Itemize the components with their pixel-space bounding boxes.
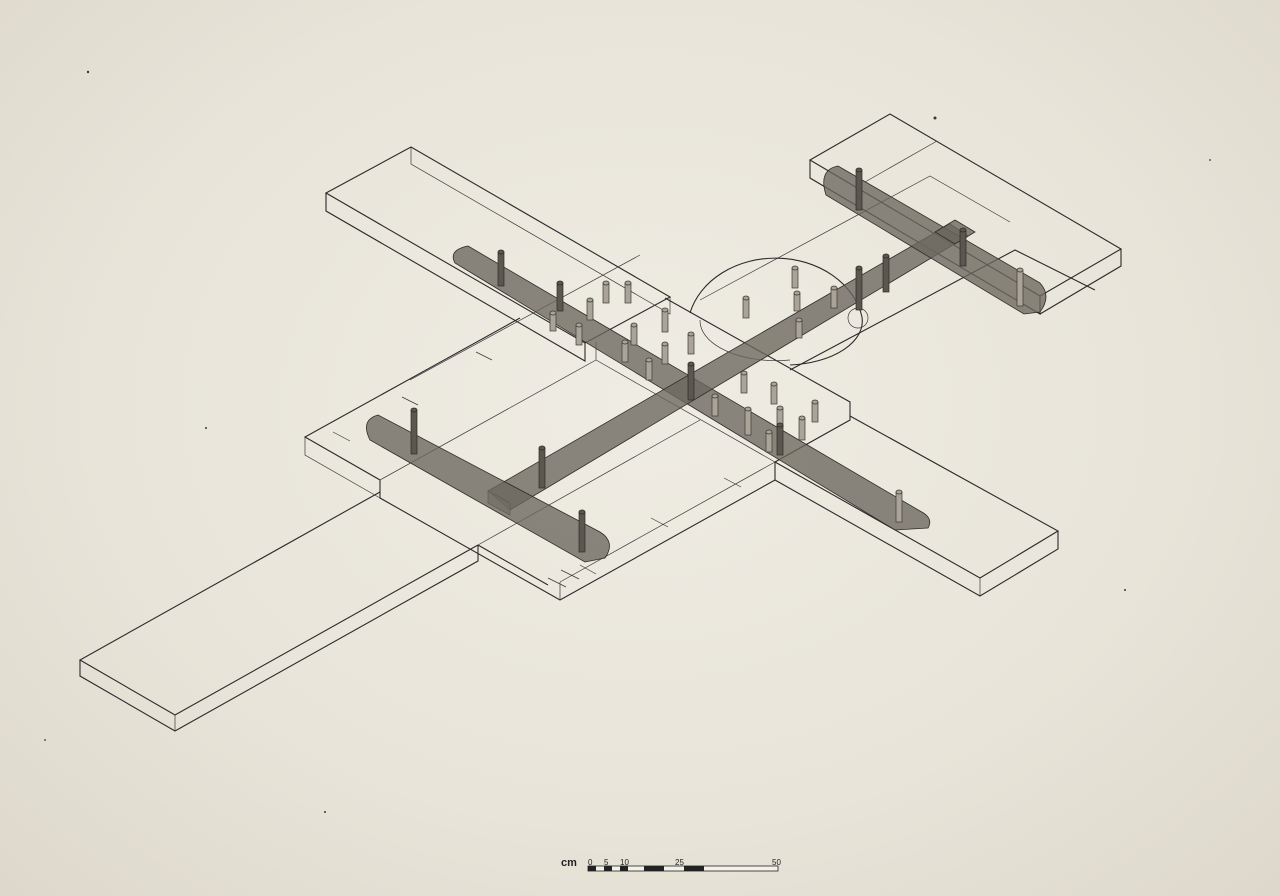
posts [410, 167, 1024, 553]
post [742, 295, 750, 319]
post [687, 331, 695, 355]
foundation-outline [78, 113, 1123, 732]
post [624, 280, 632, 304]
post [538, 445, 546, 489]
post [661, 307, 669, 333]
post [575, 322, 583, 346]
post [497, 249, 505, 287]
post [549, 310, 557, 332]
post [795, 317, 803, 339]
scale-tick-0: 0 [588, 858, 593, 867]
post [687, 361, 695, 401]
post [895, 489, 903, 523]
post [830, 285, 838, 309]
post [811, 399, 819, 423]
scale-bar: cm 0 5 10 25 50 [561, 857, 781, 872]
scale-tick-25: 25 [675, 858, 684, 867]
post [556, 280, 564, 312]
post [793, 290, 801, 312]
post [661, 341, 669, 365]
post [602, 280, 610, 304]
post [1016, 267, 1024, 307]
post [770, 381, 778, 405]
timber-beams [366, 165, 1047, 563]
post [776, 422, 784, 456]
post [791, 265, 799, 289]
post [882, 253, 890, 293]
post [765, 429, 773, 453]
post [711, 393, 719, 417]
post [744, 406, 752, 436]
post [621, 339, 629, 363]
post [740, 370, 748, 394]
post [855, 167, 863, 211]
post [959, 227, 967, 267]
post [855, 265, 863, 311]
post [630, 322, 638, 346]
rods [332, 351, 742, 588]
scale-tick-10: 10 [620, 858, 629, 867]
post [645, 357, 653, 381]
post [586, 297, 594, 321]
scale-tick-5: 5 [604, 858, 609, 867]
post [578, 509, 586, 553]
scale-tick-50: 50 [772, 858, 781, 867]
post [798, 415, 806, 441]
scale-unit: cm [561, 857, 577, 869]
paper-specks [44, 70, 1211, 813]
post [410, 407, 418, 455]
